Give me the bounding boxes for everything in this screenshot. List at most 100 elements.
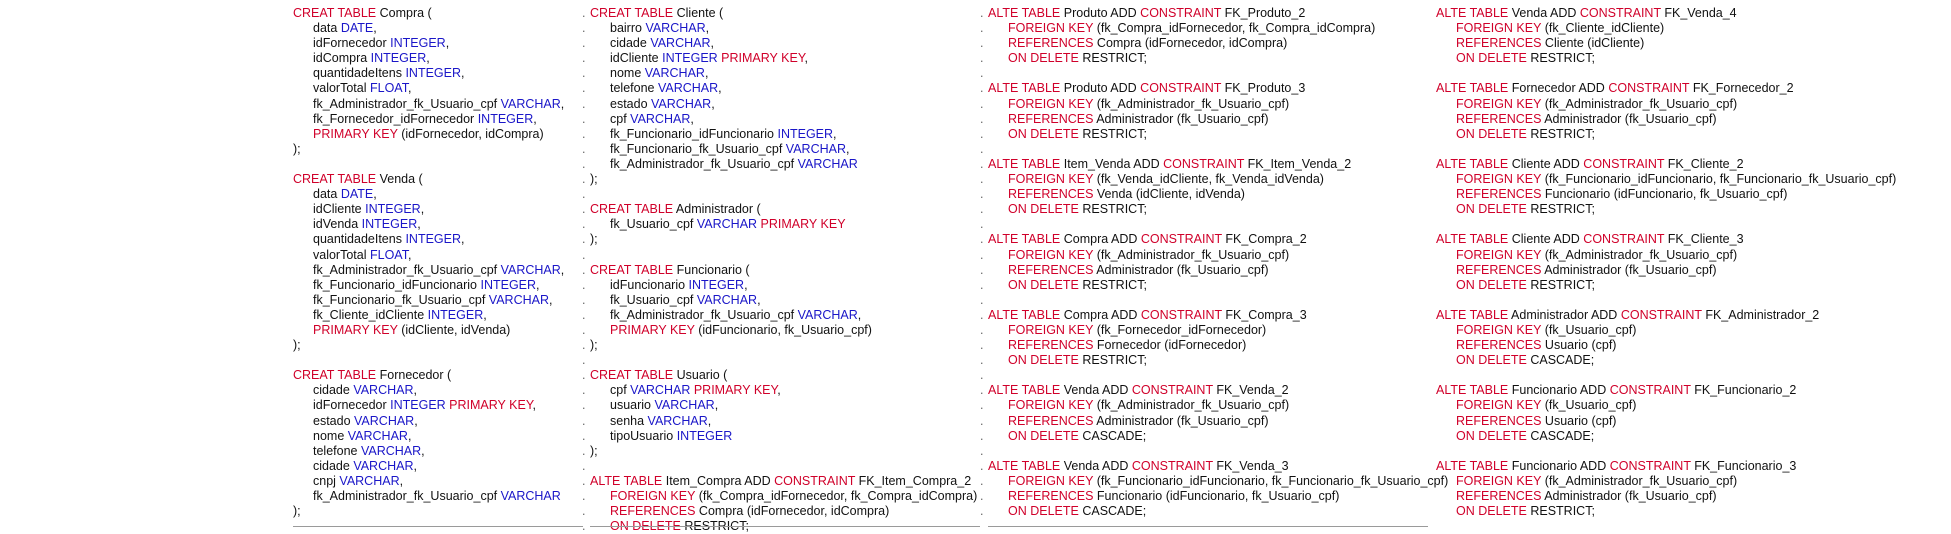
sql-keyword: ALTE TABLE — [1436, 383, 1509, 398]
sql-identifier: (fk_Compra_idFornecedor, fk_Compra_idCom… — [1093, 21, 1376, 36]
line-marker-dot: . — [582, 322, 586, 337]
sql-identifier: Administrador (fk_Usuario_cpf) — [1541, 111, 1717, 126]
line-marker-dot: . — [980, 247, 984, 262]
sql-identifier: Cliente ADD — [1508, 232, 1584, 247]
column-divider — [590, 526, 980, 527]
sql-identifier: Funcionario (idFuncionario, fk_Usuario_c… — [1541, 187, 1788, 202]
line-marker-dot: . — [582, 21, 586, 36]
code-line: cidade VARCHAR, — [293, 459, 583, 474]
sql-type: VARCHAR — [651, 96, 712, 111]
code-line: .ALTE TABLE Venda ADD CONSTRAINT FK_Vend… — [980, 458, 1428, 474]
sql-keyword: CONSTRAINT — [1583, 156, 1665, 171]
sql-keyword: CREAT TABLE — [293, 172, 377, 187]
code-line: FOREIGN KEY (fk_Funcionario_idFuncionari… — [1436, 172, 1946, 187]
code-line: REFERENCES Usuario (cpf) — [1436, 414, 1946, 429]
sql-identifier: senha — [610, 413, 648, 428]
sql-type: VARCHAR — [354, 413, 415, 428]
code-line: . — [980, 66, 1428, 81]
sql-identifier: FK_Venda_4 — [1660, 6, 1737, 20]
sql-identifier: Cliente ( — [673, 6, 724, 20]
code-line: .FOREIGN KEY (fk_Fornecedor_idFornecedor… — [980, 323, 1428, 338]
sql-identifier: ); — [590, 232, 598, 247]
sql-identifier: Item_Venda ADD — [1060, 156, 1164, 171]
sql-identifier: Fornecedor ( — [376, 368, 452, 383]
sql-identifier: Venda ADD — [1508, 6, 1580, 20]
line-marker-dot: . — [980, 232, 984, 247]
sql-keyword: PRIMARY KEY — [313, 126, 398, 141]
sql-type: DATE — [340, 21, 374, 36]
sql-identifier: FK_Compra_3 — [1221, 307, 1307, 322]
sql-identifier: cidade — [313, 458, 354, 473]
sql-identifier: RESTRICT; — [1526, 126, 1595, 141]
sql-identifier: (fk_Administrador_fk_Usuario_cpf) — [1541, 96, 1738, 111]
sql-keyword: REFERENCES — [1008, 187, 1094, 202]
line-marker-dot: . — [582, 338, 586, 353]
code-line: .fk_Funcionario_idFuncionario INTEGER, — [582, 127, 980, 142]
sql-keyword: CONSTRAINT — [1608, 81, 1690, 96]
sql-identifier: fk_Administrador_fk_Usuario_cpf — [610, 156, 798, 171]
line-marker-dot: . — [582, 489, 586, 503]
sql-type: VARCHAR — [797, 156, 858, 171]
line-marker-dot: . — [980, 413, 984, 428]
code-line: FOREIGN KEY (fk_Administrador_fk_Usuario… — [1436, 474, 1946, 489]
line-marker-dot: . — [980, 428, 984, 443]
sql-identifier: FK_Cliente_2 — [1664, 156, 1744, 171]
sql-keyword: FOREIGN KEY — [1008, 96, 1094, 111]
sql-keyword: ON DELETE — [1008, 504, 1079, 519]
code-line: . — [980, 217, 1428, 232]
code-line: valorTotal FLOAT, — [293, 248, 583, 263]
line-marker-dot: . — [582, 96, 586, 111]
sql-type: VARCHAR — [647, 413, 708, 428]
sql-identifier: , — [533, 111, 537, 126]
sql-keyword: REFERENCES — [1456, 489, 1542, 503]
line-marker-dot: . — [582, 232, 586, 247]
code-line: REFERENCES Administrador (fk_Usuario_cpf… — [1436, 112, 1946, 127]
sql-identifier: valorTotal — [313, 81, 370, 96]
code-line: ON DELETE CASCADE; — [1436, 353, 1946, 368]
sql-type: INTEGER — [361, 217, 418, 232]
sql-keyword: CONSTRAINT — [1131, 458, 1213, 473]
sql-identifier: Administrador (fk_Usuario_cpf) — [1541, 489, 1717, 503]
line-marker-dot: . — [980, 156, 984, 171]
line-marker-dot: . — [980, 353, 984, 368]
sql-keyword: REFERENCES — [1008, 413, 1094, 428]
code-line: fk_Administrador_fk_Usuario_cpf VARCHAR, — [293, 97, 583, 112]
line-marker-dot: . — [582, 111, 586, 126]
sql-type: VARCHAR — [654, 398, 715, 413]
sql-identifier: RESTRICT; — [1526, 277, 1595, 292]
sql-keyword: CREAT TABLE — [590, 202, 674, 217]
code-line: ALTE TABLE Venda ADD CONSTRAINT FK_Venda… — [1436, 6, 1946, 21]
sql-identifier: (idCliente, idVenda) — [397, 322, 511, 337]
sql-identifier: Usuario (cpf) — [1541, 413, 1617, 428]
sql-identifier: , — [704, 66, 709, 81]
code-line — [1436, 368, 1946, 383]
code-line — [1436, 444, 1946, 459]
sql-type: INTEGER — [405, 66, 462, 81]
sql-identifier: (fk_Cliente_idCliente) — [1541, 21, 1665, 36]
code-line: .ALTE TABLE Compra ADD CONSTRAINT FK_Com… — [980, 232, 1428, 247]
sql-identifier: Funcionario (idFuncionario, fk_Usuario_c… — [1093, 489, 1340, 503]
sql-identifier: Usuario (cpf) — [1541, 338, 1617, 353]
sql-identifier: , — [560, 96, 565, 111]
sql-keyword: ON DELETE — [1008, 428, 1079, 443]
code-line: .estado VARCHAR, — [582, 96, 980, 112]
code-line: ON DELETE RESTRICT; — [1436, 202, 1946, 217]
line-marker-dot: . — [582, 172, 586, 187]
code-line: . REFERENCES Administrador (fk_Usuario_cp… — [980, 413, 1428, 429]
code-line: .PRIMARY KEY (idFuncionario, fk_Usuario_… — [582, 323, 980, 338]
line-marker-dot: . — [582, 202, 586, 217]
sql-identifier: Administrador (fk_Usuario_cpf) — [1093, 413, 1269, 428]
line-marker-dot: . — [980, 322, 984, 337]
sql-keyword: FOREIGN KEY — [1008, 247, 1094, 262]
line-marker-dot: . — [980, 292, 984, 307]
sql-identifier: RESTRICT; — [1078, 277, 1147, 292]
sql-type: INTEGER — [390, 398, 446, 413]
code-line: nome VARCHAR, — [293, 429, 583, 444]
line-marker-dot: . — [582, 383, 586, 398]
sql-keyword: ALTE TABLE — [988, 307, 1061, 322]
line-marker-dot: . — [980, 473, 984, 488]
code-line: .ON DELETE RESTRICT; — [980, 277, 1428, 293]
code-line: .ALTE TABLE Venda ADD CONSTRAINT FK_Vend… — [980, 383, 1428, 398]
sql-identifier: fk_Administrador_fk_Usuario_cpf — [313, 96, 501, 111]
code-line: idVenda INTEGER, — [293, 217, 583, 232]
